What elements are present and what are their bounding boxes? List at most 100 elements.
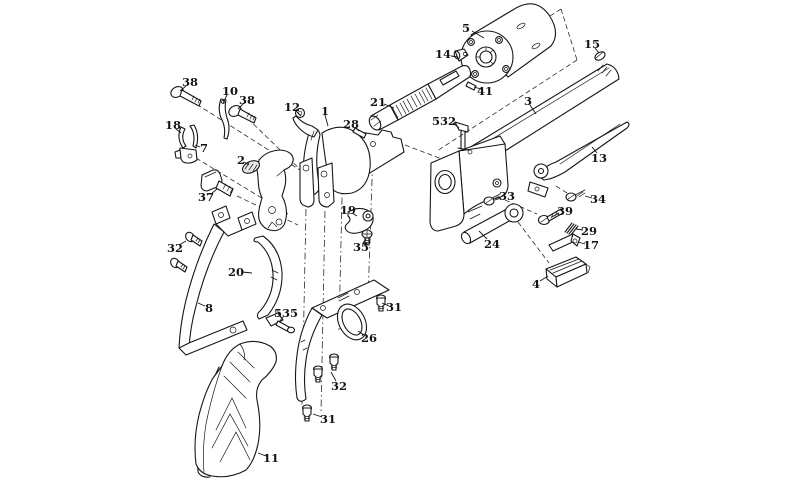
trigger-guard-part (294, 279, 390, 402)
part-number-label: 2 (237, 153, 245, 167)
part-number-label: 535 (274, 306, 298, 320)
latch-spring-part (564, 222, 579, 236)
hammer-part (241, 149, 294, 232)
part-number-label: 37 (198, 190, 214, 204)
screw-31a-part (375, 294, 387, 312)
label-leader-line (471, 30, 485, 39)
part-number-label: 8 (205, 301, 213, 315)
part-number-label: 31 (386, 300, 402, 314)
part-number-label: 10 (222, 84, 238, 98)
label-leader-line (278, 316, 284, 323)
part-number-label: 15 (584, 37, 600, 51)
part-number-label: 3 (524, 94, 532, 108)
trigger-part (344, 207, 374, 234)
part-number-label: 32 (167, 241, 183, 255)
part-number-label: 19 (340, 203, 356, 217)
label-leader-line (494, 197, 502, 201)
part-number-label: 17 (583, 238, 599, 252)
label-leader-line (591, 146, 598, 154)
grip-part (194, 340, 277, 478)
label-leader-line (312, 413, 323, 418)
cylinder-part (460, 3, 557, 84)
label-leader-line (330, 371, 337, 382)
part-number-label: 39 (557, 204, 573, 218)
part-number-label: 7 (200, 141, 208, 155)
bolt-spring-part (174, 124, 199, 164)
mainspring-part (253, 235, 283, 320)
label-leader-line (478, 230, 488, 240)
part-number-label: 13 (591, 151, 607, 165)
screw-38a-part (170, 86, 202, 107)
cylinder-nipples (467, 36, 510, 78)
sear-spring-part (218, 98, 230, 140)
screw-38b-part (228, 105, 257, 124)
label-leader-line (237, 103, 244, 110)
label-leader-line (351, 212, 358, 217)
label-leader-line (243, 161, 250, 166)
label-leader-line (324, 114, 329, 127)
pin-28-part (352, 127, 367, 139)
part-number-label: 14 (435, 47, 451, 61)
label-leader-line (295, 110, 302, 117)
front-sight-part (594, 51, 606, 61)
part-number-label: 38 (182, 75, 198, 89)
label-leader-line (241, 271, 253, 274)
part-number-label: 4 (532, 277, 540, 291)
part-number-label: 32 (331, 379, 347, 393)
loading-lever-part (527, 121, 630, 198)
screw-34-part (565, 189, 586, 202)
label-leader-line (577, 241, 586, 245)
nipple-part (453, 48, 469, 62)
construction-lines (189, 8, 578, 414)
screw-37-part (200, 169, 234, 197)
part-number-label: 34 (590, 192, 606, 206)
label-leader-line (179, 85, 187, 92)
label-leader-line (210, 188, 218, 195)
part-number-label: 20 (228, 265, 244, 279)
key-535-part (265, 312, 296, 334)
screw-35-part (361, 229, 373, 246)
label-leader-line (473, 86, 482, 90)
label-leader-line (381, 302, 390, 307)
part-number-label: 11 (263, 451, 279, 465)
part-number-label: 1 (321, 104, 329, 118)
label-leader-line (452, 122, 460, 129)
plunger-part (460, 203, 524, 245)
part-number-label: 28 (343, 117, 359, 131)
screw-31b-part (301, 404, 313, 422)
label-leader-line (257, 452, 267, 457)
label-leader-line (222, 94, 228, 104)
screw-33-part (483, 193, 501, 206)
label-leader-line (178, 240, 187, 246)
part-number-label: 532 (432, 114, 456, 128)
label-leader-line (529, 104, 537, 115)
label-leader-line (584, 195, 593, 199)
frame-part (299, 126, 405, 208)
screw-32c-part (328, 353, 340, 371)
screw-32a-part (185, 231, 203, 247)
label-leader-line (197, 302, 206, 307)
backstrap-part (178, 205, 257, 356)
label-leader-line (539, 275, 549, 282)
label-leader-line (551, 212, 560, 218)
label-leader-line (575, 228, 584, 231)
part-number-label: 41 (477, 84, 493, 98)
cylinder-pin-part (465, 81, 477, 91)
screw-32d-part (312, 365, 324, 383)
lever-latch-part (548, 233, 581, 252)
part-number-label: 35 (353, 240, 369, 254)
part-number-label: 24 (484, 237, 500, 251)
base-pin-part (368, 64, 472, 131)
label-leader-line (194, 144, 201, 148)
label-leader-line (175, 128, 182, 134)
part-number-label: 18 (165, 118, 181, 132)
part-number-label: 5 (462, 21, 470, 35)
part-number-label: 12 (284, 100, 300, 114)
label-leader-line (450, 55, 459, 58)
screw-32b-part (170, 257, 188, 273)
label-leader-line (362, 238, 367, 244)
label-leader-line (383, 103, 395, 109)
label-leader-line (357, 330, 365, 336)
